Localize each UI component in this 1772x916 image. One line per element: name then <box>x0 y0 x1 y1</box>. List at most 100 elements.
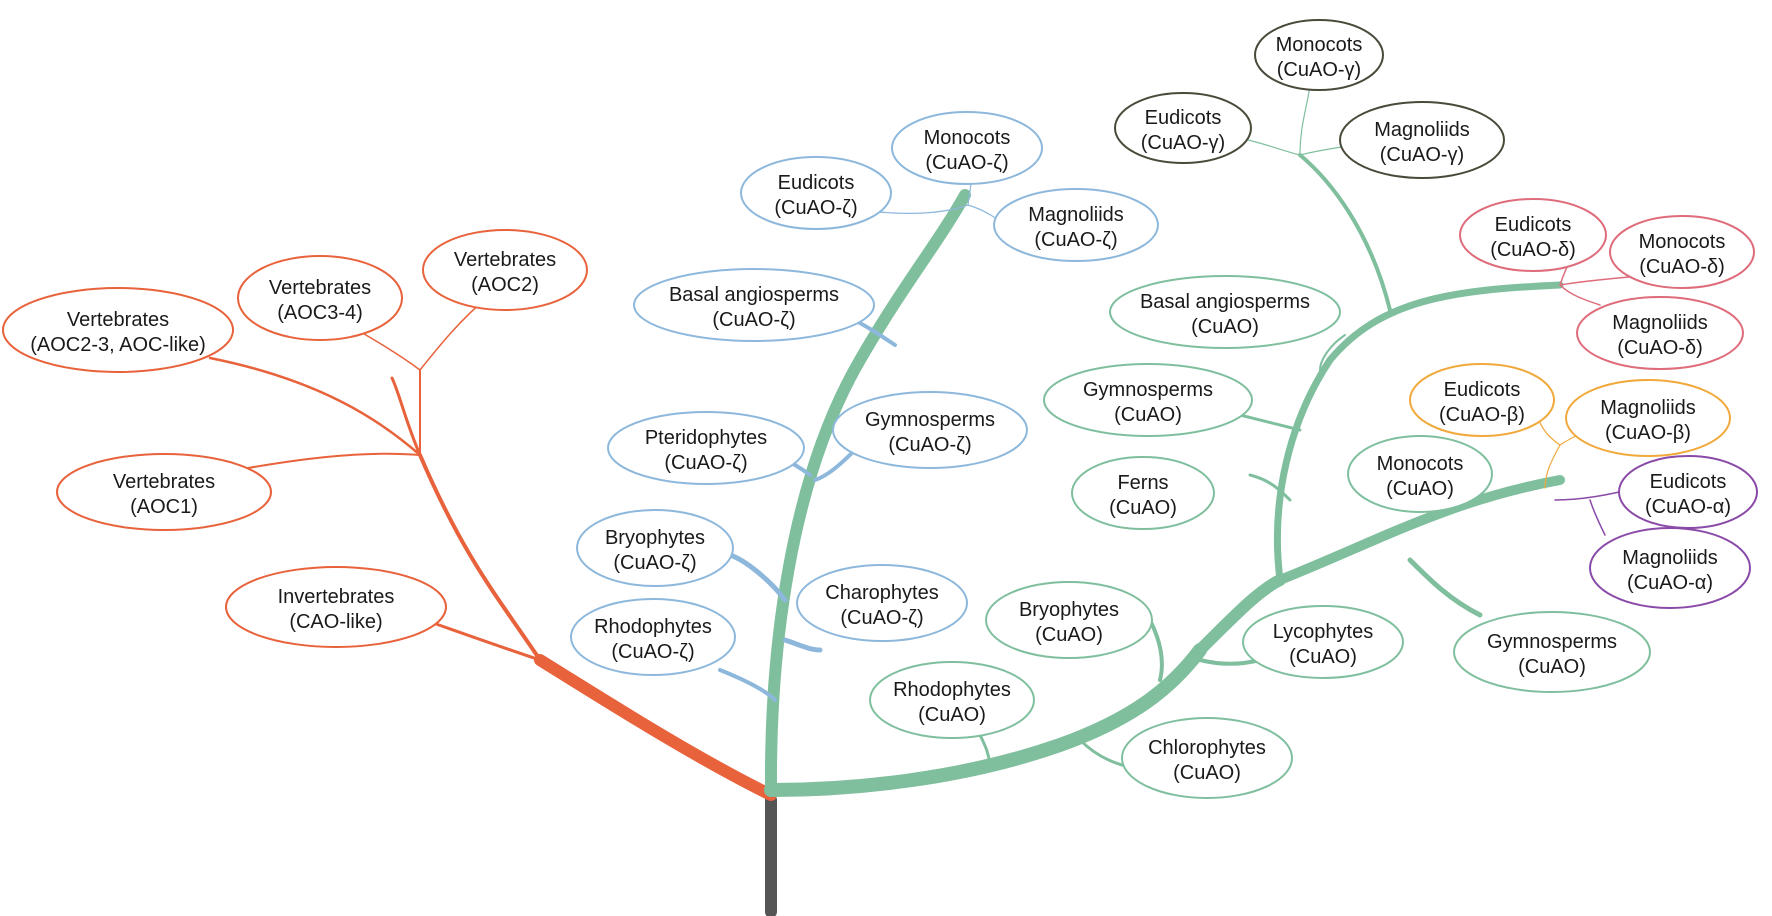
node-label-line2: (CuAO) <box>1191 316 1259 338</box>
node-label-line2: (AOC3-4) <box>277 302 363 324</box>
node-label-line1: Magnoliids <box>1612 312 1708 334</box>
node-c-lyco: Lycophytes(CuAO) <box>1242 605 1404 679</box>
node-label-line2: (CuAO) <box>1386 478 1454 500</box>
node-label-line1: Magnoliids <box>1622 547 1718 569</box>
node-label-line1: Rhodophytes <box>893 679 1011 701</box>
node-ellipse <box>1589 527 1751 609</box>
node-c-gymno: Gymnosperms(CuAO) <box>1043 363 1253 437</box>
node-ellipse <box>740 156 892 230</box>
node-label-line1: Eudicots <box>1495 214 1572 236</box>
node-label-line2: (CuAO-δ) <box>1617 337 1703 359</box>
node-ellipse <box>832 391 1028 469</box>
node-c-ferns: Ferns (CuAO) <box>1071 456 1215 530</box>
node-ellipse <box>1071 456 1215 530</box>
node-ellipse <box>576 509 734 587</box>
node-label-line1: Magnoliids <box>1600 397 1696 419</box>
node-label-line2: (CuAO) <box>1173 762 1241 784</box>
node-label-line2: (CuAO-δ) <box>1639 256 1725 278</box>
node-label-line1: Vertebrates <box>269 277 371 299</box>
node-label-line1: Gymnosperms <box>1083 379 1213 401</box>
node-label-line1: Magnoliids <box>1374 119 1470 141</box>
node-ellipse <box>1347 435 1493 513</box>
node-label-line2: (CuAO-ζ) <box>1034 229 1117 251</box>
node-label-line1: Eudicots <box>1145 107 1222 129</box>
node-label-line1: Monocots <box>1276 34 1363 56</box>
node-ellipse <box>1254 19 1384 91</box>
node-z-basal: Basal angiosperms(CuAO-ζ) <box>633 268 875 342</box>
node-label-line2: (CuAO-β) <box>1605 422 1691 444</box>
animal-clade-branches <box>208 294 777 801</box>
node-ellipse <box>422 229 588 311</box>
node-label-line2: (AOC2-3, AOC-like) <box>30 334 206 356</box>
node-label-line1: Rhodophytes <box>594 616 712 638</box>
node-label-line2: (CuAO-ζ) <box>840 607 923 629</box>
node-ellipse <box>1576 296 1744 370</box>
node-ellipse <box>607 411 805 485</box>
node-z-monocots: Monocots (CuAO-ζ) <box>891 111 1043 185</box>
node-ellipse <box>1565 379 1731 457</box>
node-label-line2: (CuAO-ζ) <box>888 434 971 456</box>
node-label-line1: Vertebrates <box>113 471 215 493</box>
node-ellipse <box>1242 605 1404 679</box>
node-label-line2: (CuAO-γ) <box>1141 132 1225 154</box>
node-ellipse <box>1114 92 1252 164</box>
node-label-line1: Eudicots <box>778 172 855 194</box>
node-c-chloro: Chlorophytes (CuAO) <box>1121 717 1293 799</box>
node-label-line2: (CuAO-ζ) <box>611 641 694 663</box>
node-label-line2: (CuAO) <box>1109 497 1177 519</box>
node-label-line2: (CuAO) <box>1035 624 1103 646</box>
node-label-line1: Charophytes <box>825 582 938 604</box>
node-label-line1: Vertebrates <box>454 249 556 271</box>
node-ellipse <box>570 598 736 676</box>
node-label-line2: (CuAO-β) <box>1439 404 1525 426</box>
node-label-line2: (CuAO-ζ) <box>774 197 857 219</box>
node-label-line2: (CuAO) <box>918 704 986 726</box>
node-c-gymno2: Gymnosperms(CuAO) <box>1453 611 1651 693</box>
node-c-basal: Basal angiosperms (CuAO) <box>1109 275 1341 349</box>
node-a-eudicots: Eudicots(CuAO-α) <box>1618 455 1758 529</box>
node-b-magnoliids: Magnoliids (CuAO-β) <box>1565 379 1731 457</box>
node-label-line1: Monocots <box>1639 231 1726 253</box>
node-g-eudicots: Eudicots (CuAO-γ) <box>1114 92 1252 164</box>
node-label-line1: Ferns <box>1117 472 1168 494</box>
node-ellipse <box>891 111 1043 185</box>
node-d-monocots: Monocots (CuAO-δ) <box>1609 215 1755 289</box>
node-label-line1: Pteridophytes <box>645 427 767 449</box>
node-c-bryo: Bryophytes (CuAO) <box>985 581 1153 659</box>
node-z-charo: Charophytes (CuAO-ζ) <box>796 564 968 642</box>
node-z-rhodo: Rhodophytes (CuAO-ζ) <box>570 598 736 676</box>
node-label-line1: Monocots <box>924 127 1011 149</box>
node-c-monocots: Monocots (CuAO) <box>1347 435 1493 513</box>
node-ellipse <box>1043 363 1253 437</box>
node-label-line2: (AOC2) <box>471 274 539 296</box>
node-a-magnoliids: Magnoliids(CuAO-α) <box>1589 527 1751 609</box>
node-z-gymno: Gymnosperms(CuAO-ζ) <box>832 391 1028 469</box>
node-vert-aoc34: Vertebrates (AOC3-4) <box>237 255 403 341</box>
node-label-line2: (CuAO-ζ) <box>925 152 1008 174</box>
node-b-eudicots: Eudicots(CuAO-β) <box>1409 363 1555 437</box>
node-label-line1: Basal angiosperms <box>1140 291 1310 313</box>
node-ellipse <box>1609 215 1755 289</box>
node-ellipse <box>1121 717 1293 799</box>
node-ellipse <box>237 255 403 341</box>
node-label-line1: Basal angiosperms <box>669 284 839 306</box>
node-label-line1: Bryophytes <box>1019 599 1119 621</box>
node-c-rhodo: Rhodophytes (CuAO) <box>869 661 1035 739</box>
node-label-line1: Magnoliids <box>1028 204 1124 226</box>
node-vert-aoc23: Vertebrates (AOC2-3, AOC-like) <box>2 287 234 373</box>
node-label-line2: (CuAO-γ) <box>1380 144 1464 166</box>
node-g-magnoliids: Magnoliids (CuAO-γ) <box>1339 101 1505 179</box>
node-d-eudicots: Eudicots(CuAO-δ) <box>1459 198 1607 272</box>
node-ellipse <box>225 566 447 648</box>
node-label-line2: (CuAO) <box>1518 656 1586 678</box>
node-vert-aoc1: Vertebrates(AOC1) <box>56 453 272 531</box>
node-ellipse <box>1459 198 1607 272</box>
node-label-line1: Chlorophytes <box>1148 737 1266 759</box>
node-label-line1: Vertebrates <box>67 309 169 331</box>
node-label-line1: Lycophytes <box>1273 621 1373 643</box>
node-label-line1: Monocots <box>1377 453 1464 475</box>
node-label-line2: (CuAO-γ) <box>1277 59 1361 81</box>
node-ellipse <box>633 268 875 342</box>
node-ellipse <box>1109 275 1341 349</box>
node-ellipse <box>985 581 1153 659</box>
